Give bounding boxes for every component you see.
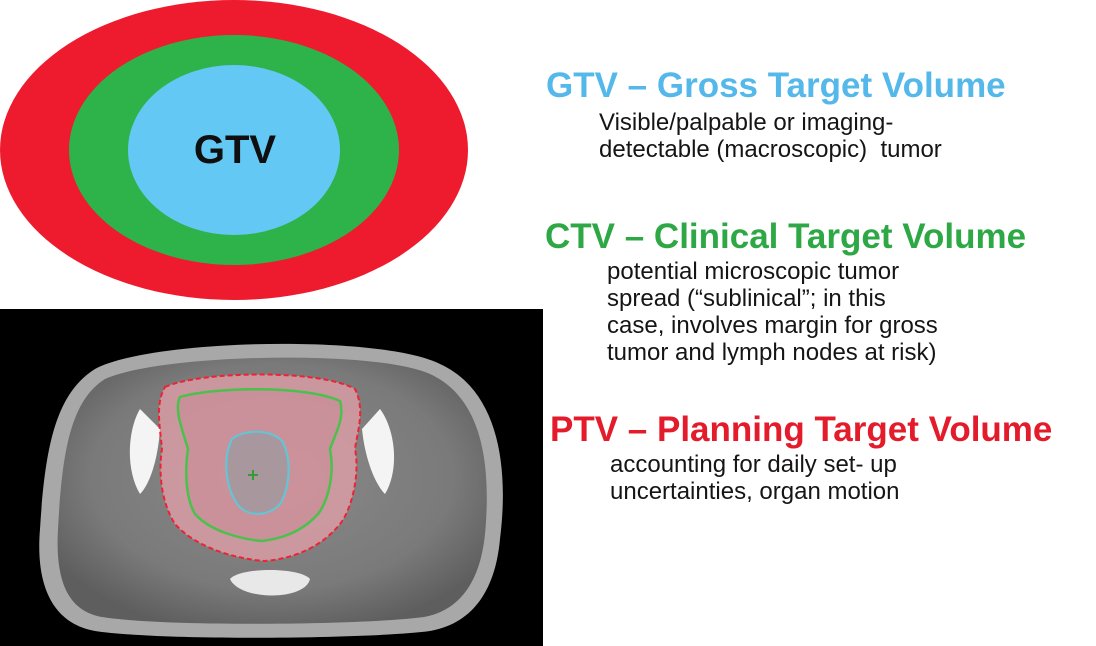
ct-scan-image [0,309,543,646]
ptv-description: accounting for daily set- up uncertainti… [610,451,900,505]
right-iliac-bone [362,409,395,494]
ct-scan-drawing [39,343,503,638]
ptv-title: PTV – Planning Target Volume [550,410,1053,449]
ctv-title: CTV – Clinical Target Volume [545,217,1027,256]
gtv-contour [225,430,290,515]
gtv-description: Visible/palpable or imaging- detectable … [599,109,942,163]
gtv-core [128,65,340,235]
target-volume-diagram [0,0,468,300]
left-iliac-bone [129,409,160,494]
gtv-title: GTV – Gross Target Volume [546,66,1006,105]
isocenter-marker [248,470,258,480]
ctv-description: potential microscopic tumor spread (“sub… [607,258,938,366]
gtv-center-label: GTV [193,128,277,172]
sacrum-bone [230,570,310,596]
